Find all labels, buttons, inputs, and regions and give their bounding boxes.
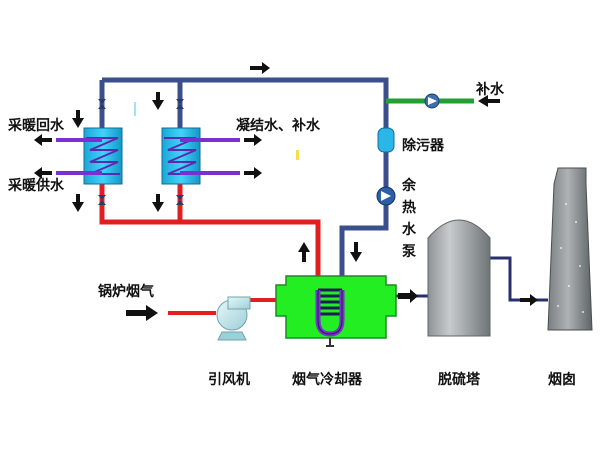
waste-heat-pump-icon <box>376 186 396 206</box>
waste-heat-pump-label-2: 热 <box>402 199 416 216</box>
chimney-label: 烟囱 <box>548 371 576 388</box>
heating-lines <box>56 138 240 175</box>
cooler-coil-icon <box>318 288 342 316</box>
left-arrow-icon <box>34 167 52 179</box>
makeup-pump-icon <box>424 93 440 109</box>
heat-exchanger-left <box>83 127 123 185</box>
up-arrow-icon <box>298 242 310 262</box>
up-arrow-icon <box>72 110 84 128</box>
right-arrow-icon <box>244 134 262 146</box>
up-arrow-icon <box>152 194 164 212</box>
induced-draft-fan-label: 引风机 <box>208 371 250 388</box>
flow-arrows <box>34 62 538 321</box>
valve-icon[interactable] <box>176 195 184 205</box>
decontaminator <box>377 127 395 153</box>
left-arrow-icon <box>478 95 500 107</box>
heating-supply-label: 采暖供水 <box>7 177 65 194</box>
down-arrow-icon <box>350 242 362 262</box>
waste-heat-pump-label-3: 水 <box>402 221 417 238</box>
valve-icon[interactable] <box>176 99 184 109</box>
induced-draft-fan <box>216 296 251 341</box>
heating-return-label: 采暖回水 <box>7 117 65 134</box>
chimney <box>547 167 593 331</box>
desulfurization-tower <box>427 219 491 337</box>
cyan-mark <box>134 102 136 116</box>
right-arrow-icon <box>126 305 158 321</box>
right-arrow-icon <box>244 167 262 179</box>
up-arrow-icon <box>72 194 84 212</box>
flue-gas-cooler <box>275 275 397 347</box>
flue-gas-cooler-label: 烟气冷却器 <box>292 371 363 388</box>
right-arrow-icon <box>250 62 270 74</box>
tower-to-chimney-duct <box>490 256 548 302</box>
labels: 采暖回水 采暖供水 凝结水、补水 补水 除污器 余 热 水 泵 锅炉烟气 引风机… <box>7 81 576 388</box>
left-arrow-icon <box>34 134 52 146</box>
right-arrow-icon <box>520 294 538 306</box>
condensate-makeup-label: 凝结水、补水 <box>236 117 321 134</box>
makeup-water-label: 补水 <box>475 81 505 98</box>
decontaminator-label: 除污器 <box>402 137 445 154</box>
waste-heat-pump-label-1: 余 <box>401 177 417 194</box>
valves <box>98 99 184 205</box>
up-arrow-icon <box>152 92 164 110</box>
boiler-flue-gas-label: 锅炉烟气 <box>98 283 154 300</box>
heat-exchanger-right <box>161 127 201 185</box>
desulfurization-tower-label: 脱硫塔 <box>438 371 481 388</box>
yellow-mark <box>296 150 299 160</box>
valve-icon[interactable] <box>98 99 106 109</box>
valve-icon[interactable] <box>98 195 106 205</box>
cold-return-pipe-top <box>102 77 389 128</box>
right-arrow-icon <box>398 289 418 303</box>
waste-heat-pump-label-4: 泵 <box>402 244 416 260</box>
